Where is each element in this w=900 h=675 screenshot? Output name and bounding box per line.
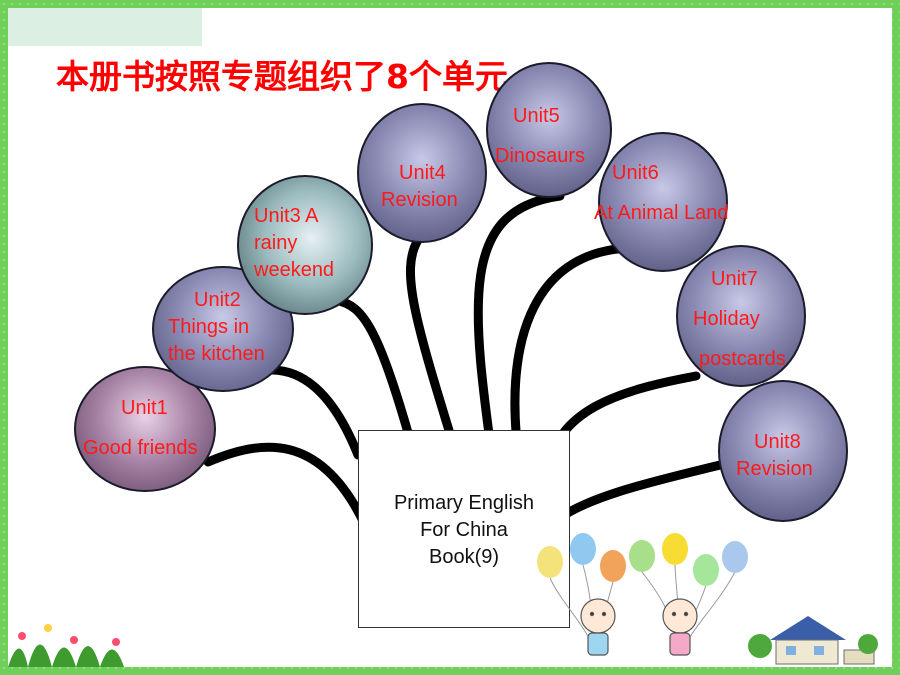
unit8-label: Unit8 Revision — [736, 429, 813, 483]
unit3-label: Unit3 A rainy weekend — [254, 203, 334, 284]
unit3-name-line1: rainy — [254, 232, 298, 254]
unit2-label: Unit2 Things in the kitchen — [168, 287, 265, 368]
connector-unit5 — [473, 191, 565, 483]
unit7-name-line2: postcards — [699, 348, 786, 370]
unit7-bubble — [676, 245, 806, 387]
unit1-title: Unit1 — [121, 397, 168, 419]
unit1-label: Unit1 Good friends — [83, 395, 198, 462]
unit1-bubble — [74, 366, 216, 492]
unit7-name-line1: Holiday — [693, 308, 760, 330]
connector-unit1 — [203, 442, 370, 530]
top-left-label-bar — [8, 8, 202, 46]
unit5-title: Unit5 — [513, 105, 560, 127]
unit6-title: Unit6 — [612, 162, 659, 184]
unit8-name: Revision — [736, 458, 813, 480]
unit6-label: Unit6 At Animal Land — [594, 160, 729, 227]
unit4-label: Unit4 Revision — [381, 160, 458, 214]
unit2-title: Unit2 — [194, 289, 241, 311]
book-line2: For China — [420, 519, 508, 541]
connector-unit8 — [552, 460, 725, 525]
unit6-bubble — [598, 132, 728, 272]
unit8-title: Unit8 — [754, 431, 801, 453]
unit3-bubble — [237, 175, 373, 315]
unit1-name: Good friends — [83, 437, 198, 459]
unit5-name: Dinosaurs — [495, 145, 586, 167]
unit3-name-line2: weekend — [254, 259, 335, 281]
unit8-bubble — [718, 380, 848, 522]
unit6-name: At Animal Land — [594, 202, 729, 224]
unit7-label: Unit7 Holiday postcards — [693, 266, 786, 373]
book-line1: Primary English — [393, 492, 535, 514]
unit5-bubble — [486, 62, 612, 198]
book-title: Primary English For China Book(9) — [358, 490, 570, 571]
book-box — [358, 430, 570, 628]
unit7-title: Unit7 — [711, 268, 758, 290]
unit2-name-line1: Things in — [168, 316, 250, 338]
unit4-title: Unit4 — [399, 162, 446, 184]
unit4-name: Revision — [381, 189, 458, 211]
connector-unit6 — [510, 243, 637, 473]
connector-unit7 — [543, 371, 701, 477]
unit3-title: Unit3 A — [254, 205, 319, 227]
unit5-label: Unit5 Dinosaurs — [495, 103, 585, 170]
connector-unit3 — [330, 295, 425, 480]
book-line3: Book(9) — [428, 546, 500, 568]
connector-unit4 — [405, 235, 460, 455]
unit4-bubble — [357, 103, 487, 243]
page-title: 本册书按照专题组织了8个单元 — [56, 57, 508, 96]
unit2-name-line2: the kitchen — [168, 343, 265, 365]
